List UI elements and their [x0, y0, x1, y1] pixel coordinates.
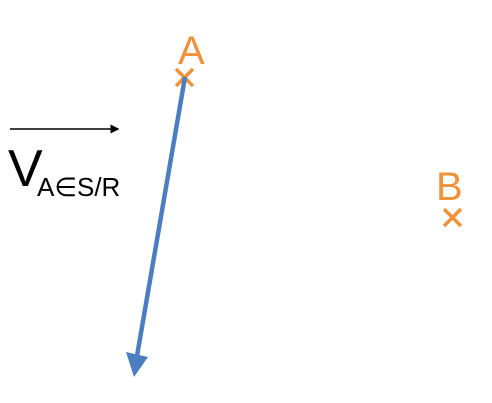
point-b: B	[436, 165, 463, 228]
point-a: A	[174, 29, 205, 88]
vector-notation: V A∈S/R	[8, 124, 120, 202]
point-b-label: B	[436, 165, 463, 209]
vector-symbol: V	[8, 140, 43, 198]
velocity-vector-arrow	[134, 76, 188, 357]
point-a-label: A	[178, 29, 205, 73]
point-b-cross-icon	[442, 207, 463, 228]
velocity-vector-arrowhead	[126, 352, 148, 377]
vector-subscript: A∈S/R	[37, 172, 120, 202]
